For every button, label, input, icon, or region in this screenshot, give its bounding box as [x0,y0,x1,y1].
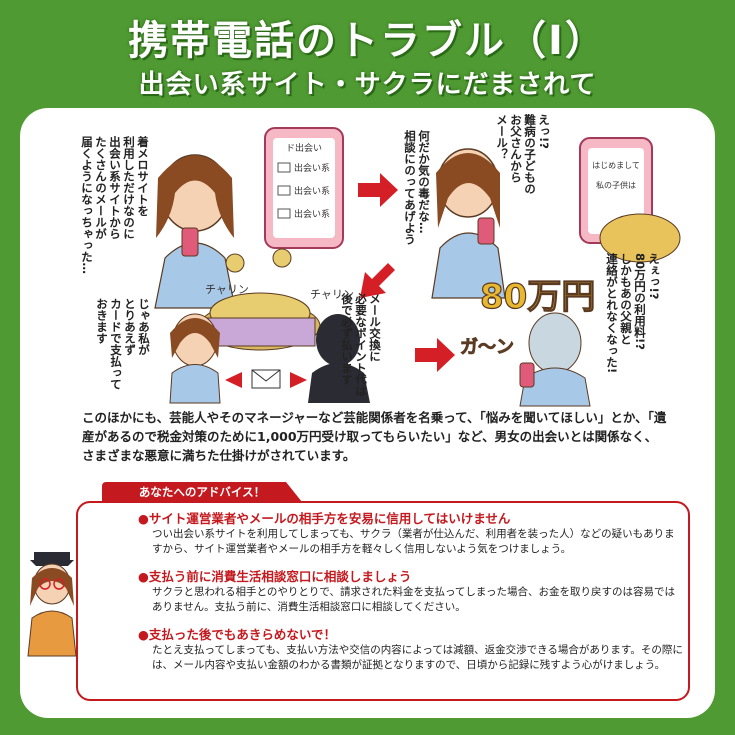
advice-item: ●支払う前に消費生活相談窓口に相談しましょう サクラと思われる相手とのやりとりで… [138,569,683,615]
advice-heading-1: ●サイト運営業者やメールの相手方を安易に信用してはいけません [138,511,511,526]
bubble-text-4: じゃあ私が とりあえず カードで支払って おきます [95,298,151,390]
phone-screen-2: はじめまして 私の子供は [579,137,681,263]
phone2-line1: はじめまして [592,161,640,170]
price-shock-illustration: 80万円 ガ〜ン [460,276,596,407]
woman-reading-illustration [431,148,506,299]
phone1-title: ド出会い [286,142,322,154]
bubble-text-5: メール交換に 必要なポイント代は 後で必ず払います [340,293,382,397]
price-label: 80万円 [480,277,595,317]
woman-confused-illustration [154,154,236,309]
advice-item: ●支払った後でもあきらめないで！ たとえ支払ってしまっても、支払い方法や交信の内… [138,627,683,673]
phone-screen-1: ド出会い 出会い系 出会い系 出会い系 [264,127,344,249]
bubble-text-2: 何だか気の毒だな… 相談にのってあげよう [403,130,431,245]
arrow-right-icon [358,173,398,207]
sfx-gaan: ガ〜ン [460,337,514,358]
advice-tab: あなたへのアドバイス！ [102,482,302,502]
phone1-item-3: 出会い系 [294,208,330,220]
mail-exchange-icon [225,369,307,389]
arrow-right-icon [415,338,455,372]
advisor-character-illustration [27,552,77,657]
advice-heading-2: ●支払う前に消費生活相談窓口に相談しましょう [138,569,412,584]
advice-body-1: つい出会い系サイトを利用してしまっても、サクラ（業者が仕込んだ、利用者を装った人… [152,528,675,555]
bubble-text-6: えぇっ!? 80万円の利用料!? しかもあの父親と 連絡がとれなくなった! [605,253,661,374]
sfx-chalin-2: チャリン [310,288,354,301]
phone1-item-1: 出会い系 [294,162,330,174]
woman-phone-illustration [169,313,221,404]
phone2-line2: 私の子供は [596,180,636,190]
advice-box: ●サイト運営業者やメールの相手方を安易に信用してはいけません つい出会い系サイト… [76,501,690,701]
advice-body-3: たとえ支払ってしまっても、支払い方法や交信の内容によっては減額、返金交渉できる場… [152,644,683,671]
arrow-down-left-icon [360,263,395,298]
sfx-chalin-1: チャリン [205,283,249,296]
comic-illustration: ド出会い 出会い系 出会い系 出会い系 はじめまして [154,127,681,407]
coins-pile-illustration [199,248,321,351]
advice-body-2: サクラと思われる相手とのやりとりで、請求された料金を支払ってしまった場合、お金を… [152,586,676,613]
bubble-text-3: えっ!? 難病の子どもの お父さんから メール？ [495,114,551,195]
page-subtitle: 出会い系サイト・サクラにだまされて [138,70,597,100]
bubble-text-1: 着メロサイトを 利用しただけなのに 出会い系サイトから たくさんのメールが 届く… [80,136,150,274]
content-panel: ド出会い 出会い系 出会い系 出会い系 はじめまして [20,108,715,718]
phone1-item-2: 出会い系 [294,185,330,197]
page-title: 携帯電話のトラブル（Ⅰ） [128,18,607,64]
intro-paragraph: このほかにも、芸能人やそのマネージャーなど芸能関係者を名乗って、「悩みを聞いてほ… [82,410,667,463]
advice-item: ●サイト運営業者やメールの相手方を安易に信用してはいけません つい出会い系サイト… [138,511,683,557]
advice-heading-3: ●支払った後でもあきらめないで！ [138,627,337,642]
swindler-silhouette-illustration [308,314,370,403]
